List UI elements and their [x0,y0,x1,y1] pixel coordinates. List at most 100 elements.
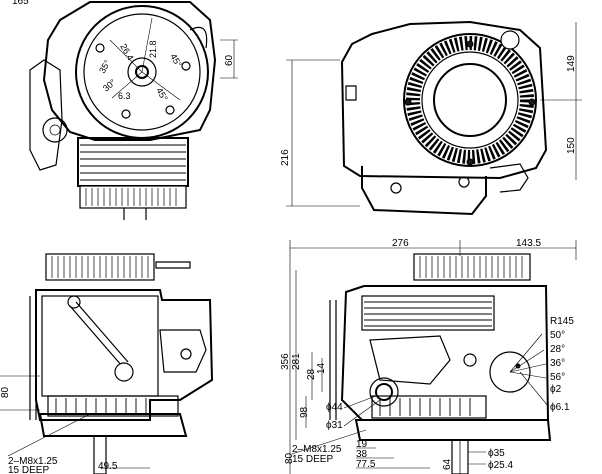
side-cover [41,295,159,397]
leader-line [343,395,377,409]
linkage-pivot [463,353,477,367]
dim-br-28v: 28 [306,368,317,380]
dim-br-15deep: 15 DEEP [292,454,333,465]
angle-ray [141,71,181,101]
leader-line [7,413,91,457]
fin-block-fins [55,398,147,414]
dim-tl-165: 165 [12,0,29,7]
crankshaft-center [135,65,149,79]
fan-screen-dots [406,36,534,164]
dim-tl-35: 35° [97,58,113,75]
screen-bolt [528,98,536,106]
gauge-dial [500,30,520,50]
cylinder-block [361,295,495,331]
starter-assembly [29,59,63,171]
bolt-hole [121,109,131,119]
lever-hole [515,363,521,369]
filler-cap [67,295,81,309]
base-flange [354,419,552,441]
dim-br-80: 80 [284,452,295,464]
dim-br-phi2: ϕ2 [550,384,562,395]
breather-pipe [189,26,208,49]
blower-housing [340,20,548,180]
top-screen-slots [51,256,149,278]
angle-ray [509,371,547,379]
bottom-right-view: 276 143.5 R145 50° 28° 36° 56° ϕ2 ϕ6.1 3… [280,238,577,474]
dim-br-phi35: ϕ35 [488,448,505,459]
leader-line [343,399,381,427]
bolt-hole [95,43,105,53]
cooling-fins [80,144,186,181]
screen-bolt [466,40,474,48]
carburetor [369,335,451,385]
control-lever [75,301,129,363]
bolt-hole [181,61,191,71]
dim-br-775: 77.5 [356,459,376,470]
leader-line [519,371,549,407]
top-right-view: 216 149 150 [280,20,582,216]
dim-br-28: 28° [550,344,565,355]
dim-br-36: 36° [550,358,565,369]
carb-bolt [180,348,192,360]
mount-hole [390,182,402,194]
flywheel-hub [127,57,157,87]
dim-br-r145: R145 [550,316,574,327]
screen-bolt [404,98,412,106]
flywheel-housing [42,0,217,141]
angle-ray [509,363,547,373]
dim-bl-80: 80 [0,386,11,398]
angle-ray [111,71,143,99]
control-lever [69,305,123,367]
bottom-left-view: 80 2–M8x1.25 15 DEEP 49.5 [0,253,214,474]
dim-br-98: 98 [299,406,310,418]
dim-br-14: 14 [316,362,327,374]
fin-block-fins [379,398,471,416]
base-flange [38,413,188,437]
dim-bl-m8: 2–M8x1.25 [8,456,58,467]
fin-block [47,395,179,417]
dim-tl-264: 26.4 [118,42,135,62]
dim-tl-45b: 45° [154,86,170,103]
dim-tl-218: 21.8 [148,40,158,58]
screen-bolt [466,158,474,166]
dim-br-50: 50° [550,330,565,341]
dim-br-19: 19 [356,439,368,450]
engine-body [35,289,214,421]
mount-hole [458,176,470,188]
bolt-hole [165,105,175,115]
top-screen [413,253,531,281]
starter-pulley [42,117,68,143]
dim-br-281: 281 [291,353,302,370]
crank-shaft [93,435,107,474]
dim-br-56: 56° [550,372,565,383]
dim-br-1435: 143.5 [516,238,541,249]
fan-screen-inner [421,51,519,149]
dim-tr-150: 150 [566,137,577,154]
dim-br-356: 356 [280,353,291,370]
output-boss-inner [375,383,393,401]
dim-tl-30: 30° [101,77,118,94]
angle-ray [509,333,543,373]
starter-pulley-inner [49,124,61,136]
angle-ray [109,39,143,73]
dim-br-phi44: ϕ44 [326,402,343,413]
angle-ray [509,349,545,373]
cylinder-fins [364,301,492,327]
leader-line [291,429,367,455]
top-left-view: 60 165 26.4 21.8 45° 35° 30° 6.3 45° [12,0,238,220]
governor-arc [489,351,531,393]
fuel-cap [345,85,357,101]
base-plate [79,185,187,209]
dim-tl-63: 6.3 [118,91,131,101]
flywheel-ring [83,13,201,131]
dim-br-phi31: ϕ31 [326,420,343,431]
dim-tr-149: 149 [566,55,577,72]
dim-br-64: 64 [442,458,453,470]
governor-linkage [489,163,529,193]
base-grille [85,188,177,206]
fan-screen-outer [403,33,537,167]
fan-center-disc [433,63,507,137]
dim-bl-15deep: 15 DEEP [8,465,49,474]
dim-tl-60: 60 [224,54,235,66]
